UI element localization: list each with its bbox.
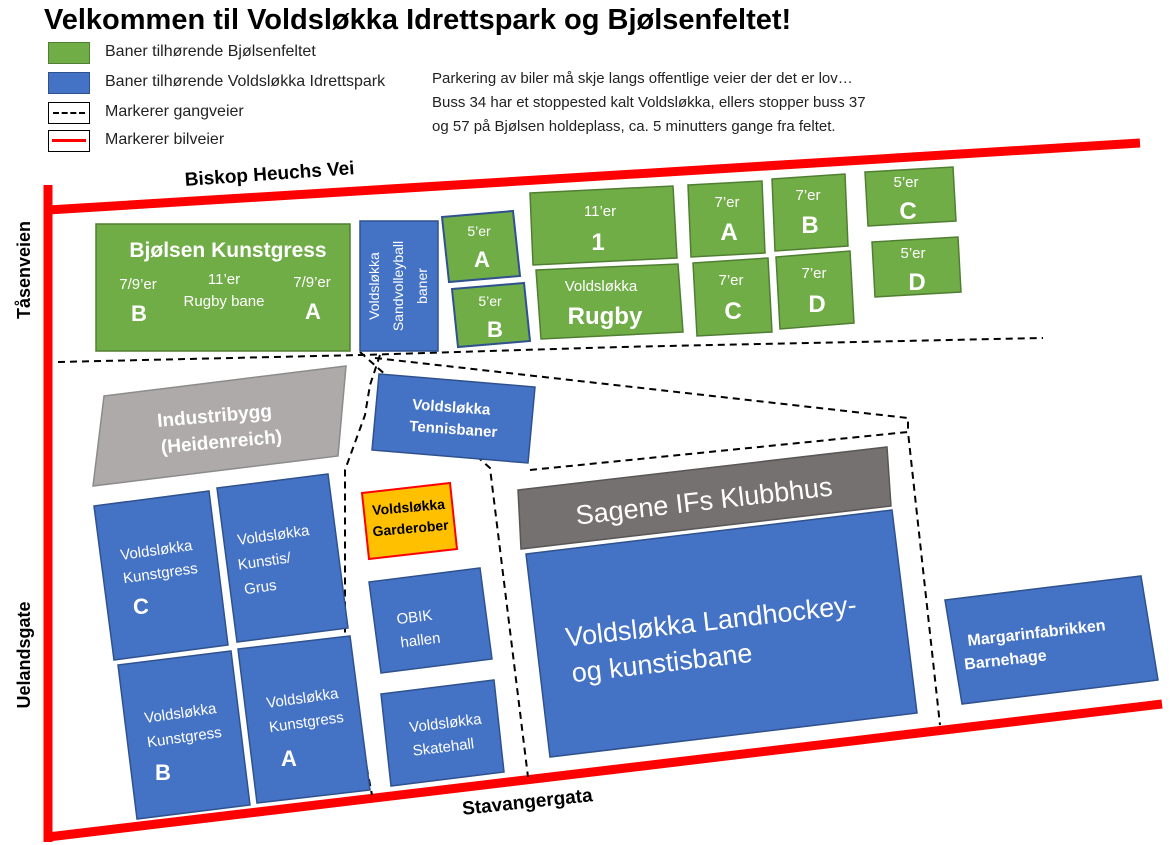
svg-text:B: B <box>801 212 818 239</box>
svg-text:Garderober: Garderober <box>372 517 450 540</box>
svg-text:1: 1 <box>591 229 604 256</box>
green-swatch-icon <box>48 42 90 64</box>
svg-text:B: B <box>131 301 147 326</box>
svg-text:C: C <box>133 594 149 619</box>
svg-text:5’er: 5’er <box>467 223 491 239</box>
field-eleven-1: 11’er 1 <box>529 185 678 266</box>
field-sandvolleyball: Voldsløkka Sandvolleyball baner <box>359 220 439 352</box>
svg-text:5’er: 5’er <box>478 293 502 309</box>
walkway-center <box>359 351 529 778</box>
field-five-c: 5’er C <box>864 166 957 227</box>
building-tennisbaner: Voldsløkka Tennisbaner <box>371 373 536 464</box>
svg-text:Tennisbaner: Tennisbaner <box>409 418 498 441</box>
svg-text:11’er: 11’er <box>208 271 240 288</box>
building-industribygg: Industribygg (Heidenreich) <box>92 365 347 487</box>
field-kunstgress-b: Voldsløkka Kunstgress B <box>117 650 251 820</box>
road-label-tasenveien: Tåsenveien <box>14 221 34 319</box>
walkway-main <box>57 337 1044 363</box>
svg-text:5’er: 5’er <box>893 174 918 191</box>
building-landhockey: Voldsløkka Landhockey- og kunstisbane <box>525 509 918 758</box>
svg-text:OBIK: OBIK <box>396 607 434 628</box>
svg-text:D: D <box>808 291 825 318</box>
red-line-icon <box>48 130 90 152</box>
svg-text:baner: baner <box>414 268 430 304</box>
svg-text:7’er: 7’er <box>795 187 820 204</box>
field-five-b: 5’er B <box>450 281 532 349</box>
svg-text:7’er: 7’er <box>718 272 743 289</box>
walkway-diagonal <box>374 357 909 432</box>
svg-text:Voldsløkka: Voldsløkka <box>366 252 382 320</box>
svg-text:7’er: 7’er <box>801 265 826 282</box>
road-label-uelandsgate: Uelandsgate <box>14 601 34 708</box>
field-kunstgress-c: Voldsløkka Kunstgress C <box>93 490 229 661</box>
svg-text:11’er: 11’er <box>584 203 616 220</box>
svg-text:A: A <box>305 299 321 324</box>
svg-text:7/9’er: 7/9’er <box>119 276 157 293</box>
svg-text:Bjølsen Kunstgress: Bjølsen Kunstgress <box>129 239 326 262</box>
svg-text:Rugby bane: Rugby bane <box>184 293 265 310</box>
road-label-stavangergata: Stavangergata <box>461 785 594 820</box>
road-label-top: Biskop Heuchs Vei <box>184 158 355 191</box>
svg-text:C: C <box>724 298 741 325</box>
road-stavangergata <box>47 699 1163 842</box>
svg-text:Voldsløkka: Voldsløkka <box>565 278 638 295</box>
page-title: Velkommen til Voldsløkka Idrettspark og … <box>44 4 792 36</box>
roads <box>43 138 1163 842</box>
field-kunstgress-a: Voldsløkka Kunstgress A <box>237 635 371 804</box>
svg-text:7/9’er: 7/9’er <box>293 274 331 291</box>
svg-text:5’er: 5’er <box>900 245 925 262</box>
field-five-a: 5’er A <box>440 209 522 284</box>
svg-text:A: A <box>281 746 297 771</box>
svg-text:hallen: hallen <box>400 630 442 652</box>
building-skatehall: Voldsløkka Skatehall <box>380 679 505 787</box>
svg-text:A: A <box>720 219 737 246</box>
svg-text:Sandvolleyball: Sandvolleyball <box>390 241 406 331</box>
field-seven-b: 7’er B <box>771 173 849 252</box>
building-barnehage: Margarinfabrikken Barnehage <box>944 575 1159 705</box>
dashed-line-icon <box>48 102 90 124</box>
field-seven-a: 7’er A <box>687 180 766 258</box>
parking-info: Parkering av biler må skje langs offentl… <box>432 70 866 135</box>
field-rugby: Voldsløkka Rugby <box>535 263 684 340</box>
svg-text:Grus: Grus <box>243 577 278 598</box>
field-bjolsen-kunstgress: Bjølsen Kunstgress 7/9’er B 11’er Rugby … <box>95 223 351 352</box>
svg-text:B: B <box>155 760 171 785</box>
svg-text:D: D <box>908 269 925 296</box>
svg-text:Voldsløkka: Voldsløkka <box>412 396 492 418</box>
building-obik-hallen: OBIK hallen <box>368 567 493 674</box>
field-kunstis-grus: Voldsløkka Kunstis/ Grus <box>216 473 349 643</box>
svg-text:C: C <box>899 198 916 225</box>
svg-text:Rugby: Rugby <box>568 303 643 330</box>
building-klubbhus: Sagene IFs Klubbhus <box>517 446 892 550</box>
svg-text:B: B <box>487 317 503 342</box>
building-garderober: Voldsløkka Garderober <box>360 481 459 561</box>
field-seven-d: 7’er D <box>775 250 855 330</box>
svg-text:7’er: 7’er <box>714 194 739 211</box>
field-five-d: 5’er D <box>871 236 962 298</box>
walkway-right <box>529 430 941 726</box>
field-seven-c: 7’er C <box>692 257 773 337</box>
road-biskop-heuchs-vei <box>47 138 1141 215</box>
svg-text:A: A <box>474 247 490 272</box>
blue-swatch-icon <box>48 72 90 94</box>
svg-text:Voldsløkka: Voldsløkka <box>372 496 446 518</box>
